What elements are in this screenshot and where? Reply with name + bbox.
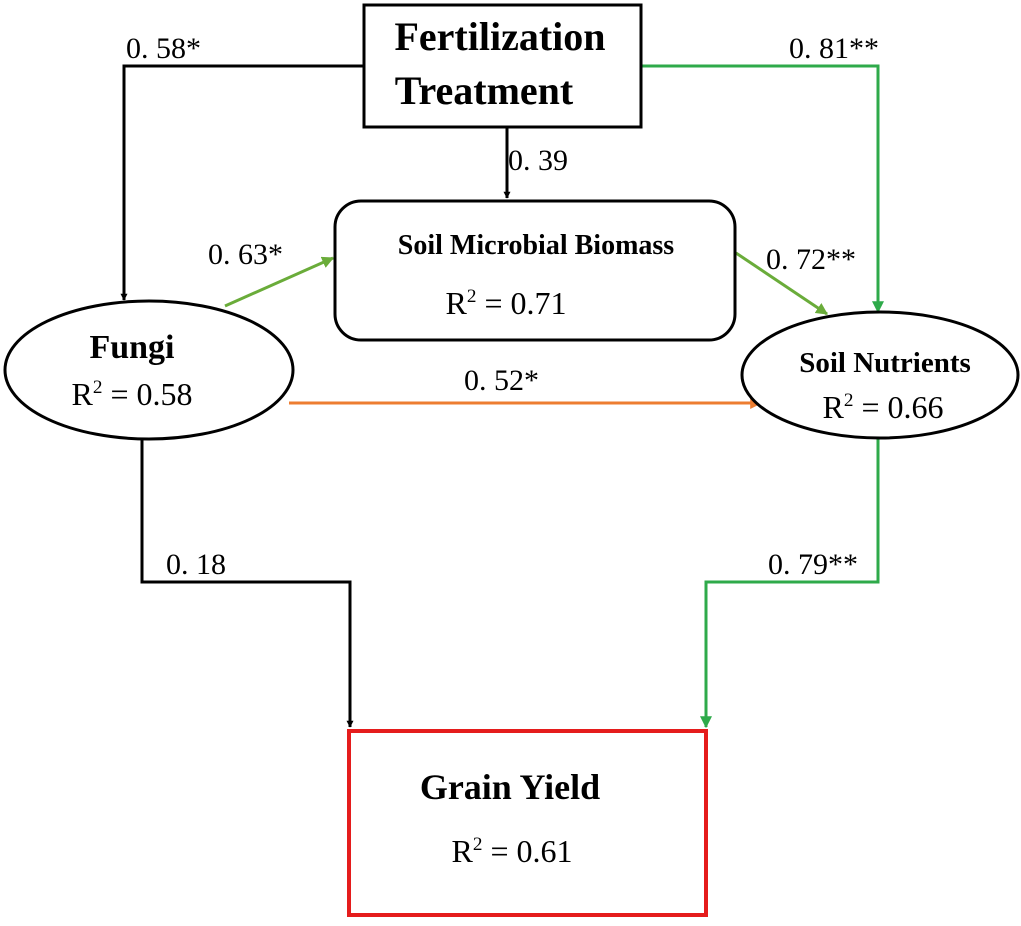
arrow-microbial-to-nutrients [735,251,828,316]
node-fungi-ellipse [3,299,295,441]
node-fertilization-title-line1: Fertilization [394,14,605,59]
arrow-fert-to-nutrients [641,64,884,314]
node-yield-r2: R2 = 0.61 [452,833,573,869]
coef-nutrients-to-yield: 0. 79** [768,548,858,581]
node-yield-box [347,729,708,917]
node-fungi-r2: R2 = 0.58 [72,376,193,412]
node-nutrients-title: Soil Nutrients [799,347,971,379]
coef-fungi-to-nutrients: 0. 52* [464,364,539,397]
node-nutrients-r2: R2 = 0.66 [823,389,944,425]
coef-fungi-to-yield: 0. 18 [166,548,226,581]
node-microbial-box [333,199,737,342]
coef-microbial-to-nutrients: 0. 72** [766,243,856,276]
arrow-fert-to-fungi [120,64,364,301]
node-microbial-r2: R2 = 0.71 [446,285,567,321]
node-fungi-title: Fungi [89,329,174,366]
coef-fert-to-fungi: 0. 58* [126,32,201,65]
arrow-fungi-to-microbial [224,256,335,308]
node-nutrients-ellipse [740,310,1020,440]
coef-fert-to-microbial: 0. 39 [508,144,568,177]
coef-fert-to-nutrients: 0. 81** [789,32,879,65]
coef-fungi-to-microbial: 0. 63* [208,238,283,271]
node-yield-title: Grain Yield [420,767,600,807]
node-microbial-title: Soil Microbial Biomass [398,230,674,261]
arrow-fungi-to-yield [140,438,354,728]
node-fertilization-box [362,3,643,129]
node-fertilization-title-line2: Treatment [395,68,574,113]
arrow-nutrients-to-yield [700,438,880,729]
